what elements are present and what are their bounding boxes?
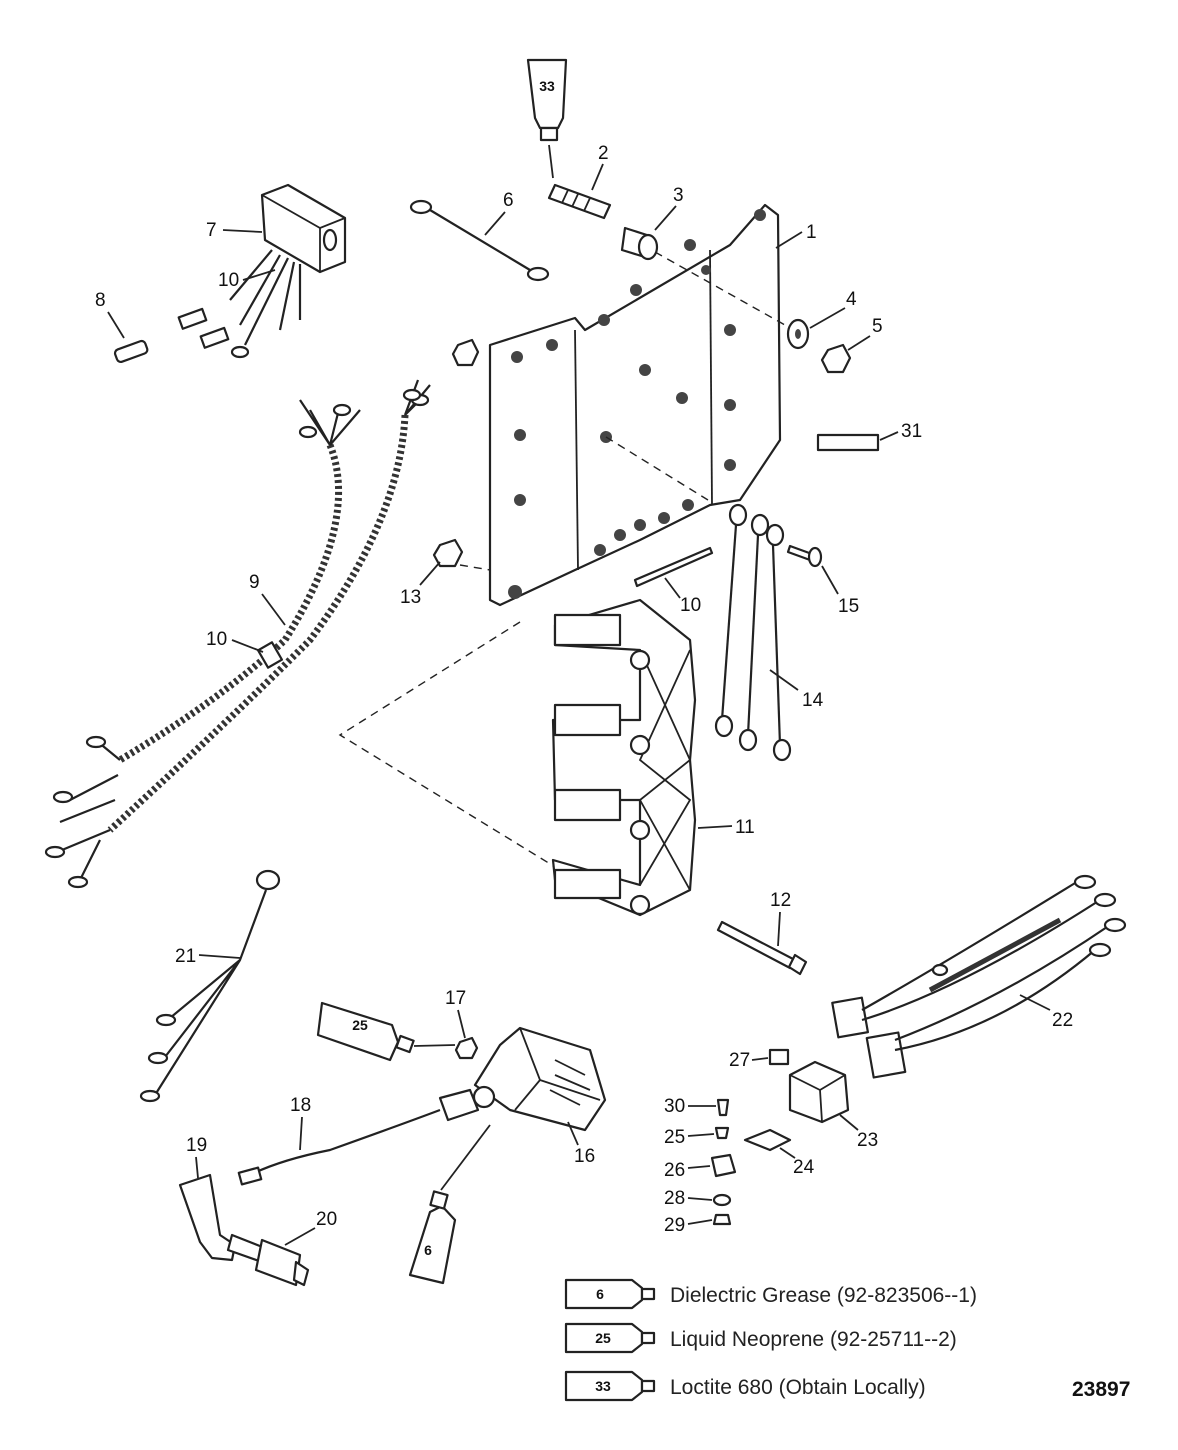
sealant-tube-6: 6 [408, 1124, 491, 1285]
voltage-regulator [177, 183, 347, 359]
svg-text:Dielectric Grease (92-823506--: Dielectric Grease (92-823506--1) [670, 1284, 977, 1307]
alignment-line [605, 436, 709, 501]
callout-6: 6 [503, 190, 514, 211]
callout-18: 18 [290, 1095, 311, 1116]
legend-item-33: 33 Loctite 680 (Obtain Locally) [564, 1370, 926, 1402]
nut [820, 343, 852, 374]
svg-text:Loctite 680 (Obtain Locally): Loctite 680 (Obtain Locally) [670, 1376, 926, 1399]
coil-bracket [551, 598, 697, 917]
callout-4: 4 [846, 289, 857, 310]
callout-13: 13 [400, 587, 421, 608]
callout-31: 31 [901, 421, 922, 442]
callout-5: 5 [872, 316, 883, 337]
alignment-line [459, 564, 491, 571]
callout-10a: 10 [218, 270, 239, 291]
callout-10b: 10 [206, 629, 227, 650]
callout-29: 29 [664, 1215, 685, 1236]
fuse [113, 339, 149, 364]
spacer [620, 226, 659, 261]
callout-7: 7 [206, 220, 217, 241]
callout-22: 22 [1052, 1010, 1073, 1031]
relay-bracket [743, 1128, 792, 1152]
svg-text:25: 25 [352, 1017, 368, 1033]
svg-text:Liquid Neoprene (92-25711--2): Liquid Neoprene (92-25711--2) [670, 1328, 957, 1351]
sealant-tube-33: 33 [526, 58, 568, 179]
harness-connectors [831, 874, 1127, 1079]
callout-19: 19 [186, 1135, 207, 1156]
callout-25: 25 [664, 1127, 685, 1148]
callout-26: 26 [664, 1160, 685, 1181]
callout-16: 16 [574, 1146, 595, 1167]
cable-tie [633, 546, 714, 588]
svg-text:6: 6 [596, 1286, 604, 1302]
spark-plug-lead [237, 1088, 480, 1186]
starter-relay [788, 1060, 850, 1124]
svg-text:33: 33 [539, 78, 555, 94]
ground-strap [409, 199, 550, 282]
callout-2: 2 [598, 143, 609, 164]
spark-plug [226, 1233, 310, 1287]
stud [547, 183, 612, 220]
ignition-coil [472, 1026, 607, 1132]
callout-27: 27 [729, 1050, 750, 1071]
callout-3: 3 [673, 185, 684, 206]
mounting-plate [488, 203, 782, 607]
svg-text:6: 6 [424, 1242, 432, 1258]
relay-hardware [710, 1098, 737, 1226]
ground-harness [139, 869, 281, 1103]
callout-1: 1 [806, 222, 817, 243]
spark-plug-boot [178, 1173, 237, 1262]
callout-14: 14 [802, 690, 824, 711]
callout-24: 24 [793, 1157, 815, 1178]
callout-28: 28 [664, 1188, 685, 1209]
callout-17: 17 [445, 988, 466, 1009]
svg-text:25: 25 [595, 1330, 611, 1346]
callout-23: 23 [857, 1130, 878, 1151]
legend-item-6: 6 Dielectric Grease (92-823506--1) [564, 1278, 977, 1310]
callout-21: 21 [175, 946, 196, 967]
drawing-number: 23897 [1072, 1378, 1130, 1401]
bolt [786, 544, 823, 568]
callouts: 1 2 3 4 5 6 7 10 8 31 13 9 10 10 15 14 1… [95, 143, 1073, 1246]
screw [716, 920, 808, 976]
callout-12: 12 [770, 890, 791, 911]
nut [432, 538, 464, 568]
alignment-line [338, 621, 561, 871]
callout-9: 9 [249, 572, 260, 593]
svg-text:33: 33 [595, 1378, 611, 1394]
callout-10c: 10 [680, 595, 701, 616]
callout-11: 11 [735, 817, 755, 838]
relay-pad [768, 1048, 790, 1066]
legend-item-25: 25 Liquid Neoprene (92-25711--2) [564, 1322, 957, 1354]
spacer-block [816, 433, 880, 452]
callout-30: 30 [664, 1096, 685, 1117]
alignment-line [654, 251, 786, 326]
sealant-tube-25: 25 [316, 1001, 456, 1062]
ground-wires [714, 503, 792, 762]
nut [454, 1036, 479, 1060]
callout-8: 8 [95, 290, 106, 311]
nut [451, 338, 480, 367]
wiring-harness [44, 379, 431, 889]
callout-15: 15 [838, 596, 859, 617]
legend: 6 Dielectric Grease (92-823506--1) 25 Li… [564, 1278, 977, 1402]
callout-20: 20 [316, 1209, 337, 1230]
